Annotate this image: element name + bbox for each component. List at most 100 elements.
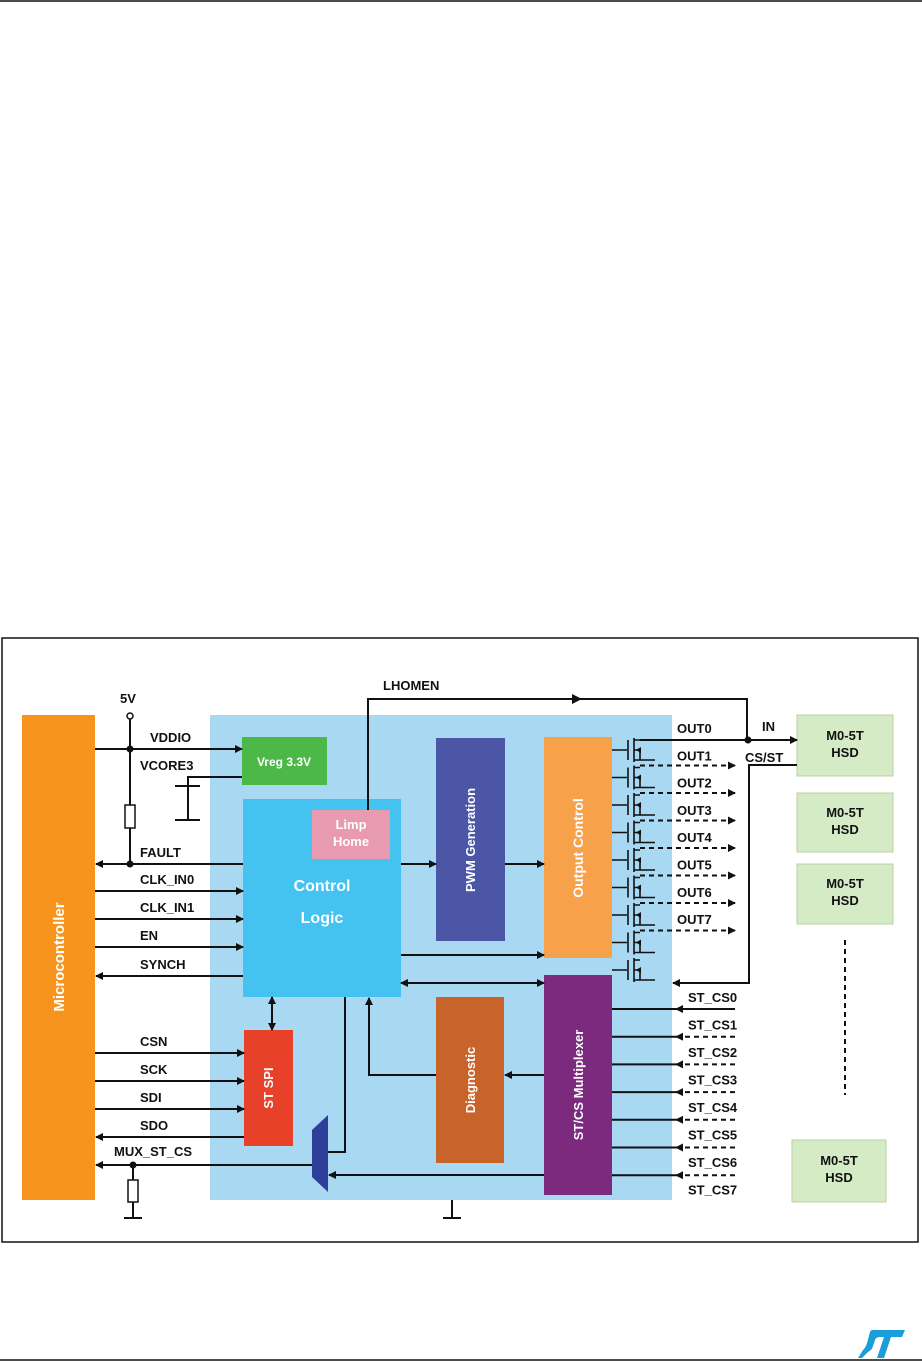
mosfet-icon — [612, 820, 655, 845]
output-channel: OUT3 — [640, 803, 736, 825]
hsd-label-2: HSD — [825, 1170, 852, 1185]
output-label: OUT7 — [677, 912, 712, 927]
hsd-label-2: HSD — [831, 822, 858, 837]
sdo-label: SDO — [140, 1118, 168, 1133]
mux-st-cs-label: MUX_ST_CS — [114, 1144, 192, 1159]
lhomen-wire — [367, 698, 748, 810]
hsd-label-2: HSD — [831, 745, 858, 760]
st-cs-channel: ST_CS6 — [612, 1155, 737, 1180]
output-channel: OUT4 — [640, 830, 736, 852]
pwm-generation-label: PWM Generation — [463, 788, 478, 892]
st-cs-label: ST_CS6 — [688, 1155, 737, 1170]
st-cs-channel: ST_CS0 — [612, 990, 737, 1013]
csn-label: CSN — [140, 1034, 167, 1049]
st-cs-label: ST_CS2 — [688, 1045, 737, 1060]
st-cs-label: ST_CS4 — [688, 1100, 738, 1115]
hsd-device: M0-5T HSD — [796, 714, 894, 777]
sck-label: SCK — [140, 1062, 168, 1077]
in-label: IN — [762, 719, 775, 734]
supply-label: 5V — [120, 691, 136, 706]
vcore3-label: VCORE3 — [140, 758, 193, 773]
lhomen-arrow — [572, 694, 582, 704]
control-logic-label-2: Logic — [301, 910, 344, 927]
output-channel: OUT6 — [640, 885, 736, 907]
mosfet-icon — [612, 903, 655, 927]
limp-home-label-2: Home — [333, 834, 369, 849]
mosfet-icon — [612, 793, 655, 817]
diagnostic-block — [436, 997, 504, 1163]
pulldown-wire — [124, 1165, 142, 1219]
clk-in1-label: CLK_IN1 — [140, 900, 194, 915]
ground-icon — [443, 1200, 461, 1219]
hsd-device: M0-5T HSD — [796, 792, 894, 853]
figure-frame — [1, 637, 919, 1243]
pwm-generation-block — [436, 738, 505, 941]
output-label: OUT2 — [677, 776, 712, 791]
output-channel: OUT7 — [640, 912, 736, 935]
output-label: OUT0 — [677, 721, 712, 736]
mosfet-icon — [612, 958, 655, 982]
output-transistors — [612, 738, 655, 982]
fault-label: FAULT — [140, 845, 181, 860]
sdi-label: SDI — [140, 1090, 162, 1105]
mosfet-icon — [612, 875, 655, 900]
cs-st-wire — [672, 764, 797, 987]
output-label: OUT4 — [677, 830, 712, 845]
pullup-resistor — [124, 804, 136, 829]
st-cs-multiplexer-block — [544, 975, 612, 1195]
synch-label: SYNCH — [140, 957, 186, 972]
limp-home-block — [312, 810, 390, 859]
microcontroller-label: Microcontroller — [51, 902, 68, 1011]
output-label: OUT3 — [677, 803, 712, 818]
st-cs-label: ST_CS1 — [688, 1018, 737, 1033]
supply-terminal — [126, 712, 134, 720]
hsd-label-1: M0-5T — [826, 728, 864, 743]
st-cs-label: ST_CS7 — [688, 1183, 737, 1198]
st-cs-channels: ST_CS0ST_CS1ST_CS2ST_CS3ST_CS4ST_CS5ST_C… — [612, 990, 738, 1198]
microcontroller-block — [22, 715, 95, 1200]
st-cs-label: ST_CS3 — [688, 1073, 737, 1088]
st-cs-channel: ST_CS4 — [612, 1100, 738, 1124]
hsd-label-2: HSD — [831, 893, 858, 908]
limp-home-label-1: Limp — [335, 817, 366, 832]
output-channel: OUT2 — [640, 776, 736, 797]
st-spi-label: ST SPI — [261, 1067, 276, 1108]
st-spi-block — [244, 1030, 293, 1146]
mux-select-wire — [328, 997, 346, 1153]
st-cs-channel: ST_CS7 — [688, 1183, 737, 1198]
st-cs-channel: ST_CS3 — [612, 1073, 737, 1097]
st-logo — [858, 1330, 905, 1358]
output-mux-symbol — [312, 1115, 328, 1192]
hsd-device: M0-5T HSD — [791, 1139, 887, 1203]
output-label: OUT5 — [677, 858, 712, 873]
cs-st-label: CS/ST — [745, 750, 783, 765]
junction-dot — [744, 736, 752, 744]
control-logic-label-1: Control — [294, 878, 351, 895]
diagnostic-logic-wire — [365, 997, 436, 1076]
output-label: OUT1 — [677, 748, 712, 763]
diagnostic-label: Diagnostic — [463, 1047, 478, 1113]
st-cs-label: ST_CS5 — [688, 1128, 737, 1143]
mosfet-icon — [612, 738, 655, 762]
mosfet-icon — [612, 848, 655, 872]
st-cs-channel: ST_CS5 — [612, 1128, 737, 1152]
clk-in0-label: CLK_IN0 — [140, 872, 194, 887]
hsd-label-1: M0-5T — [820, 1153, 858, 1168]
output-label: OUT6 — [677, 885, 712, 900]
output-control-block — [544, 737, 612, 958]
hsd-device: M0-5T HSD — [796, 863, 894, 925]
mosfet-icon — [612, 765, 655, 790]
vcore3-wire — [187, 776, 242, 785]
vreg-block — [242, 737, 327, 785]
output-channel: OUT0 — [677, 721, 712, 736]
vreg-label: Vreg 3.3V — [257, 755, 311, 769]
st-cs-label: ST_CS0 — [688, 990, 737, 1005]
mosfet-icon — [612, 930, 655, 955]
st-cs-channel: ST_CS2 — [612, 1045, 737, 1069]
st-cs-multiplexer-label: ST/CS Multiplexer — [571, 1030, 586, 1141]
hsd-label-1: M0-5T — [826, 805, 864, 820]
en-label: EN — [140, 928, 158, 943]
output-control-label: Output Control — [570, 798, 586, 898]
